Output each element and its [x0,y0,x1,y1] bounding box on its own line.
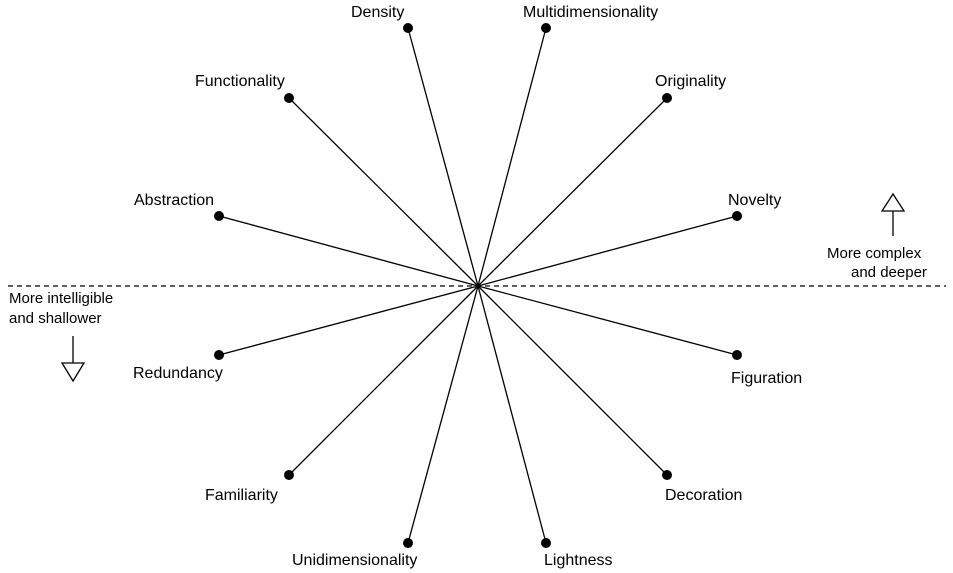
down-arrow-icon [60,336,86,383]
note-more-complex-line2: and deeper [851,264,927,281]
endpoint-dot-decoration [662,470,672,480]
endpoint-dot-familiarity [284,470,294,480]
endpoint-dot-figuration [732,350,742,360]
endpoint-dot-novelty [732,211,742,221]
endpoint-dot-density [403,23,413,33]
spoke-novelty [477,215,738,287]
spoke-familiarity [288,285,479,476]
spoke-figuration [477,285,738,356]
spoke-density [407,27,479,287]
endpoint-dot-multidimensionality [541,23,551,33]
spoke-abstraction [218,215,479,287]
label-lightness: Lightness [544,552,613,569]
spoke-multidimensionality [477,27,547,287]
note-more-complex-line1: More complex [827,245,922,262]
note-more-intelligible-line2: and shallower [9,310,102,327]
label-multidimensionality: Multidimensionality [523,4,659,21]
spoke-redundancy [218,285,479,356]
label-novelty: Novelty [728,192,782,209]
label-originality: Originality [655,73,727,90]
endpoint-dot-redundancy [214,350,224,360]
label-familiarity: Familiarity [205,487,278,504]
endpoint-dot-functionality [284,93,294,103]
endpoint-dot-lightness [541,538,551,548]
label-redundancy: Redundancy [133,365,223,382]
label-abstraction: Abstraction [134,192,215,209]
up-arrow-icon [880,192,906,236]
spoke-lightness [477,285,547,544]
note-more-intelligible-line1: More intelligible [9,290,114,307]
endpoint-dot-unidimensionality [403,538,413,548]
spoke-unidimensionality [407,285,479,544]
spoke-functionality [288,97,479,287]
label-figuration: Figuration [731,370,803,387]
label-functionality: Functionality [195,73,285,90]
spoke-decoration [477,285,668,476]
label-density: Density [351,4,405,21]
spoke-originality [477,97,668,287]
endpoint-dot-abstraction [214,211,224,221]
label-decoration: Decoration [665,487,743,504]
label-unidimensionality: Unidimensionality [292,552,418,569]
endpoint-dot-originality [662,93,672,103]
